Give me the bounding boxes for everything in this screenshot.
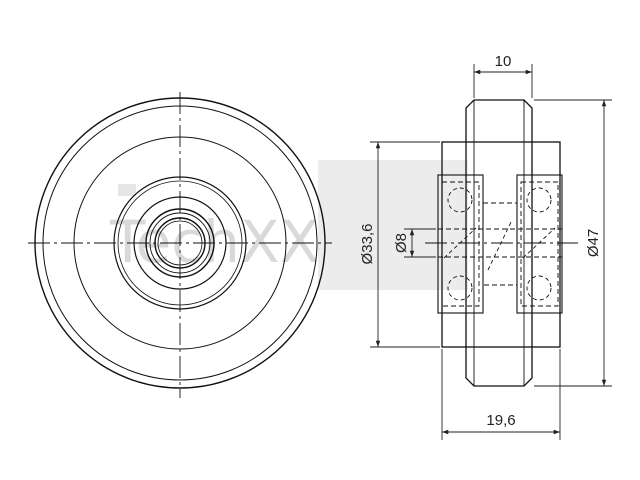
dimensions — [370, 64, 612, 440]
spacer — [482, 202, 518, 286]
dim-bottom-width-label: 19,6 — [486, 412, 515, 429]
bore-hidden-lines — [438, 228, 562, 258]
dim-bore-diameter-label: Ø8 — [393, 233, 410, 253]
front-center-lines — [28, 92, 332, 398]
dim-outer-diameter-label: Ø47 — [585, 229, 602, 257]
front-view — [28, 92, 332, 398]
side-view — [425, 99, 578, 387]
dim-top-width-label: 10 — [495, 53, 512, 70]
dim-inner-diameter-label: Ø33,6 — [359, 224, 376, 265]
left-bearing — [437, 174, 484, 314]
